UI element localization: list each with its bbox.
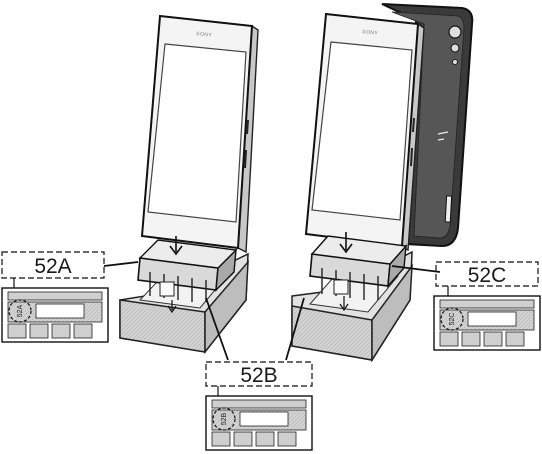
callout-52a: 52A [1,251,105,292]
label-52a: 52A [34,255,71,278]
terminal-plate-52a: 52A [1,287,109,343]
terminal-plate-52b: 52B [205,395,313,451]
label-52c: 52C [468,264,507,287]
terminal-plate-52c: 52C [433,295,541,351]
right-smartphone-with-case: SONY [304,3,474,252]
label-52b: 52B [240,364,277,387]
left-dock [119,236,249,355]
phone-logo-text: SONY [196,31,213,39]
chip-label-52b: 52B [221,412,228,425]
callout-52c: 52C [435,261,539,300]
right-dock [291,232,413,363]
chip-label-52a: 52A [17,304,24,317]
callout-52b: 52B [205,361,313,400]
chip-label-52c: 52C [449,313,456,326]
left-smartphone: SONY [140,14,259,254]
phone-logo-text-2: SONY [362,29,379,37]
leader-lines [103,261,441,361]
